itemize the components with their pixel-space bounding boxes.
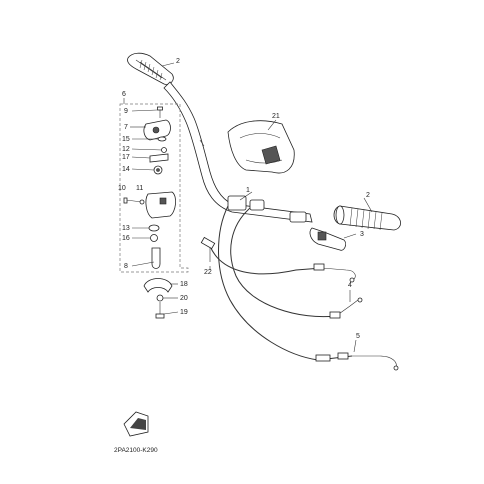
label-17: 17 (122, 154, 130, 161)
label-20: 20 (180, 295, 188, 302)
label-15: 15 (122, 136, 130, 143)
label-4: 4 (348, 282, 352, 289)
cables (200, 205, 399, 371)
throttle-lever (309, 227, 347, 251)
label-10: 10 (118, 185, 126, 192)
label-12: 12 (122, 146, 130, 153)
part-labels: 2 1 2 3 4 5 6 7 8 9 10 11 12 13 14 15 16… (118, 58, 370, 340)
label-3: 3 (360, 231, 364, 238)
label-2-upper: 2 (176, 58, 180, 65)
label-2-lower: 2 (366, 192, 370, 199)
label-9: 9 (124, 108, 128, 115)
label-1: 1 (246, 187, 250, 194)
label-11: 11 (136, 185, 143, 192)
label-6: 6 (122, 91, 126, 98)
label-14: 14 (122, 166, 130, 173)
handlebar-pad (227, 120, 295, 174)
label-18: 18 (180, 281, 188, 288)
switch-assembly-group (119, 103, 189, 273)
switch-parts (123, 106, 176, 319)
label-5: 5 (356, 333, 360, 340)
label-16: 16 (122, 235, 130, 242)
left-grip (127, 52, 174, 85)
right-grip (333, 205, 401, 231)
label-21: 21 (272, 113, 280, 120)
label-19: 19 (180, 309, 188, 316)
front-arrow-icon (123, 411, 149, 437)
label-7: 7 (124, 124, 128, 131)
label-22: 22 (204, 269, 212, 276)
label-8: 8 (124, 263, 128, 270)
label-13: 13 (122, 225, 130, 232)
drawing-code: 2PA2100-K290 (114, 447, 158, 454)
handlebar (163, 81, 313, 223)
throttle-housing (227, 195, 307, 223)
leader-lines (123, 62, 373, 353)
